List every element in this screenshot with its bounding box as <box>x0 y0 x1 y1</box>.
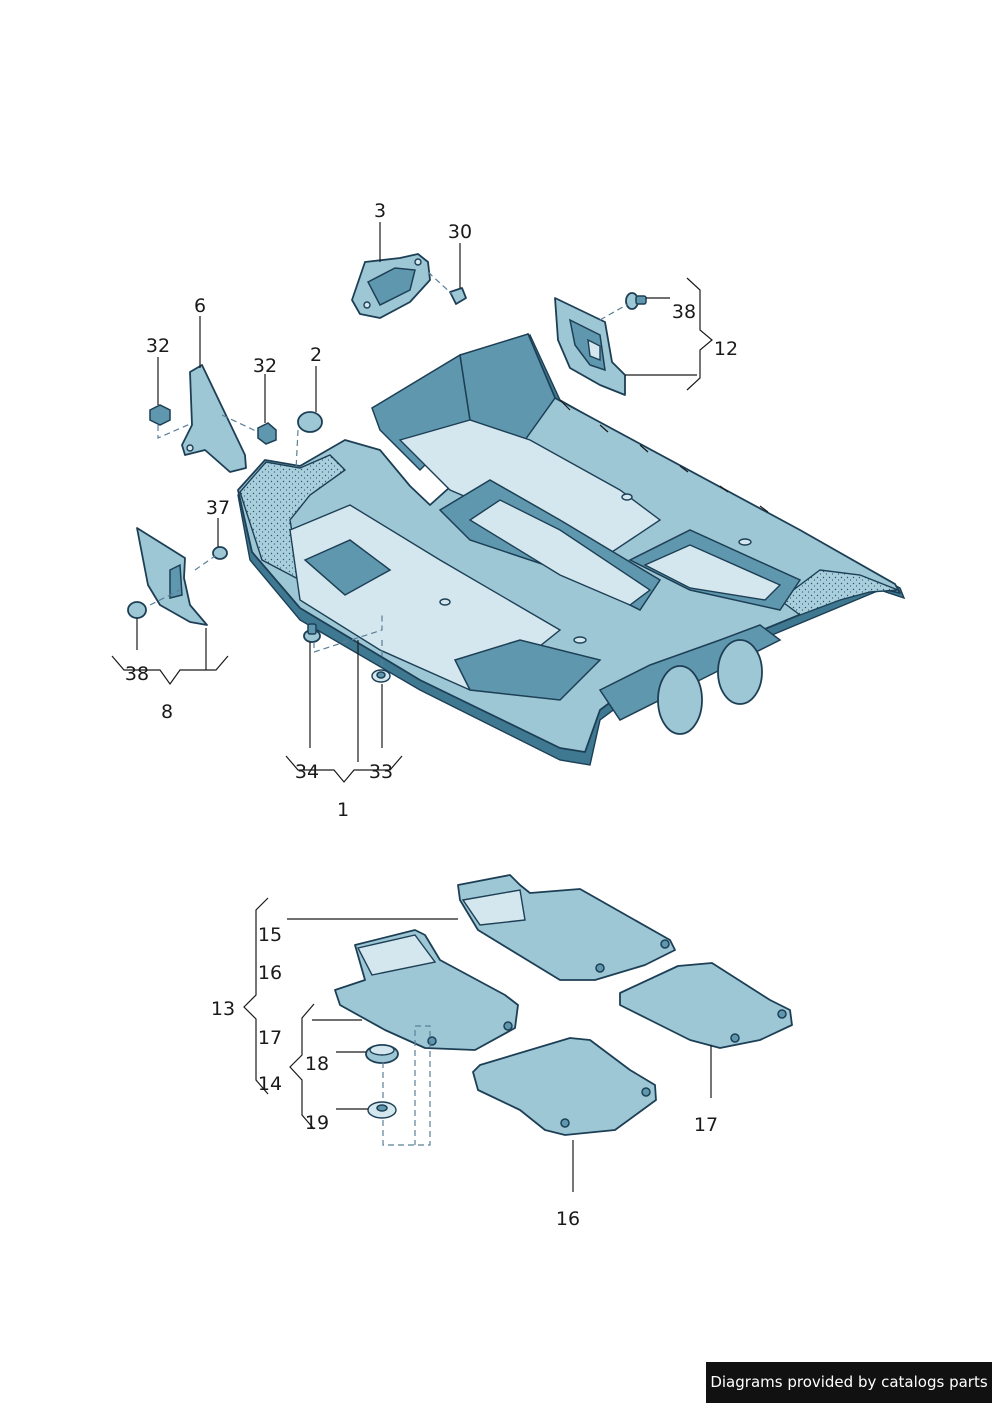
callout-30: 30 <box>448 221 472 243</box>
trim-part-12 <box>554 297 626 396</box>
floor-carpet <box>237 333 906 766</box>
leader-lines-lower <box>243 897 712 1192</box>
callout-19: 19 <box>305 1112 329 1134</box>
callout-16-brace: 16 <box>258 962 282 984</box>
screw-part-30 <box>449 287 467 305</box>
callout-33: 33 <box>369 761 393 783</box>
callout-18: 18 <box>305 1053 329 1075</box>
attribution-footer: Diagrams provided by catalogs parts <box>706 1362 992 1403</box>
mat-fastener-18 <box>365 1044 399 1064</box>
callout-38-top: 38 <box>672 301 696 323</box>
nut-part-32-right <box>257 422 277 445</box>
callout-12: 12 <box>714 338 738 360</box>
floor-mat-16 <box>472 1037 657 1136</box>
bracket-part-3 <box>351 253 431 319</box>
callout-2: 2 <box>310 344 322 366</box>
mat-fastener-19 <box>367 1101 397 1119</box>
trim-part-8 <box>136 527 208 626</box>
callout-17-mat: 17 <box>694 1114 718 1136</box>
callout-6: 6 <box>194 295 206 317</box>
callout-labels: 3 30 6 32 32 2 38 12 37 38 8 34 33 1 15 … <box>125 200 738 1230</box>
callout-14: 14 <box>258 1073 282 1095</box>
callout-3: 3 <box>374 200 386 222</box>
clip-part-33 <box>371 669 391 683</box>
callout-17-brace: 17 <box>258 1027 282 1049</box>
callout-34: 34 <box>295 761 319 783</box>
clip-part-38-left <box>127 601 147 619</box>
trim-part-6 <box>181 364 247 473</box>
leader-lines-upper <box>111 222 713 783</box>
callout-32-left: 32 <box>146 335 170 357</box>
clip-part-38-top <box>625 292 647 310</box>
callout-38-left: 38 <box>125 663 149 685</box>
callout-1: 1 <box>337 799 349 821</box>
callout-32-right: 32 <box>253 355 277 377</box>
callout-13: 13 <box>211 998 235 1020</box>
floor-mat-17-front <box>334 929 519 1051</box>
floor-mat-15 <box>457 874 676 981</box>
floor-mat-17-rear <box>619 962 793 1049</box>
callout-8: 8 <box>161 701 173 723</box>
callout-37: 37 <box>206 497 230 519</box>
callout-15: 15 <box>258 924 282 946</box>
callout-16-mat: 16 <box>556 1208 580 1230</box>
grommet-part-37 <box>212 546 228 560</box>
clip-part-34 <box>303 623 321 643</box>
nut-part-32-left <box>149 404 171 426</box>
plug-part-2 <box>297 411 323 433</box>
